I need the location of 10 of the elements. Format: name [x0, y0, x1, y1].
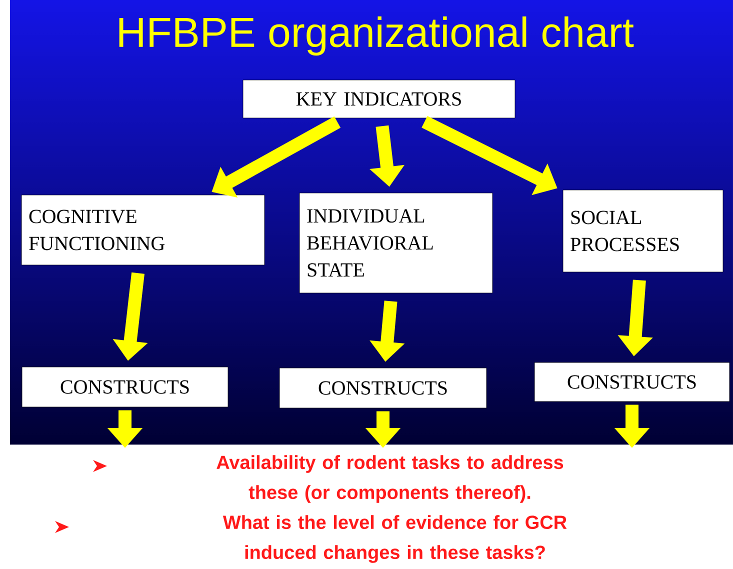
- text-box: CONSTRUCTS: [22, 366, 228, 408]
- text-box: SOCIAL PROCESSES: [562, 190, 724, 272]
- text-box: CONSTRUCTS: [279, 368, 487, 408]
- text-box: KEY INDICATORS: [242, 80, 516, 118]
- text-box: INDIVIDUAL BEHAVIORAL STATE: [299, 192, 493, 294]
- text-box: CONSTRUCTS: [534, 362, 730, 402]
- title: HFBPE organizational chart: [119, 16, 634, 56]
- text-box: COGNITIVE FUNCTIONING: [21, 194, 265, 266]
- bullet-text: What is the level of evidence for GCR induced changes in these tasks?: [222, 515, 567, 563]
- bullet-text: Availability of rodent tasks to address these (or components thereof).: [216, 455, 564, 503]
